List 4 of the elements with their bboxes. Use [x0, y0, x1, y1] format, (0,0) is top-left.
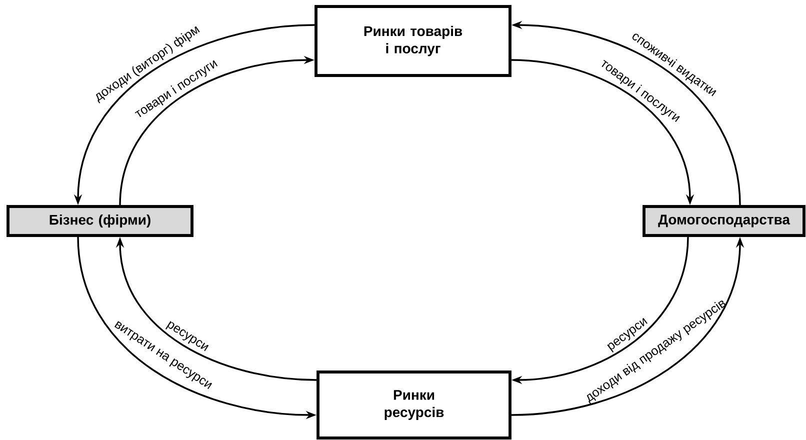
sector-box: Бізнес (фірми) — [6, 205, 194, 237]
sector-box: Домогосподарства — [642, 205, 806, 237]
market-box: Ринки товарів і послуг — [314, 5, 512, 77]
market-box: Ринки ресурсів — [316, 370, 512, 440]
